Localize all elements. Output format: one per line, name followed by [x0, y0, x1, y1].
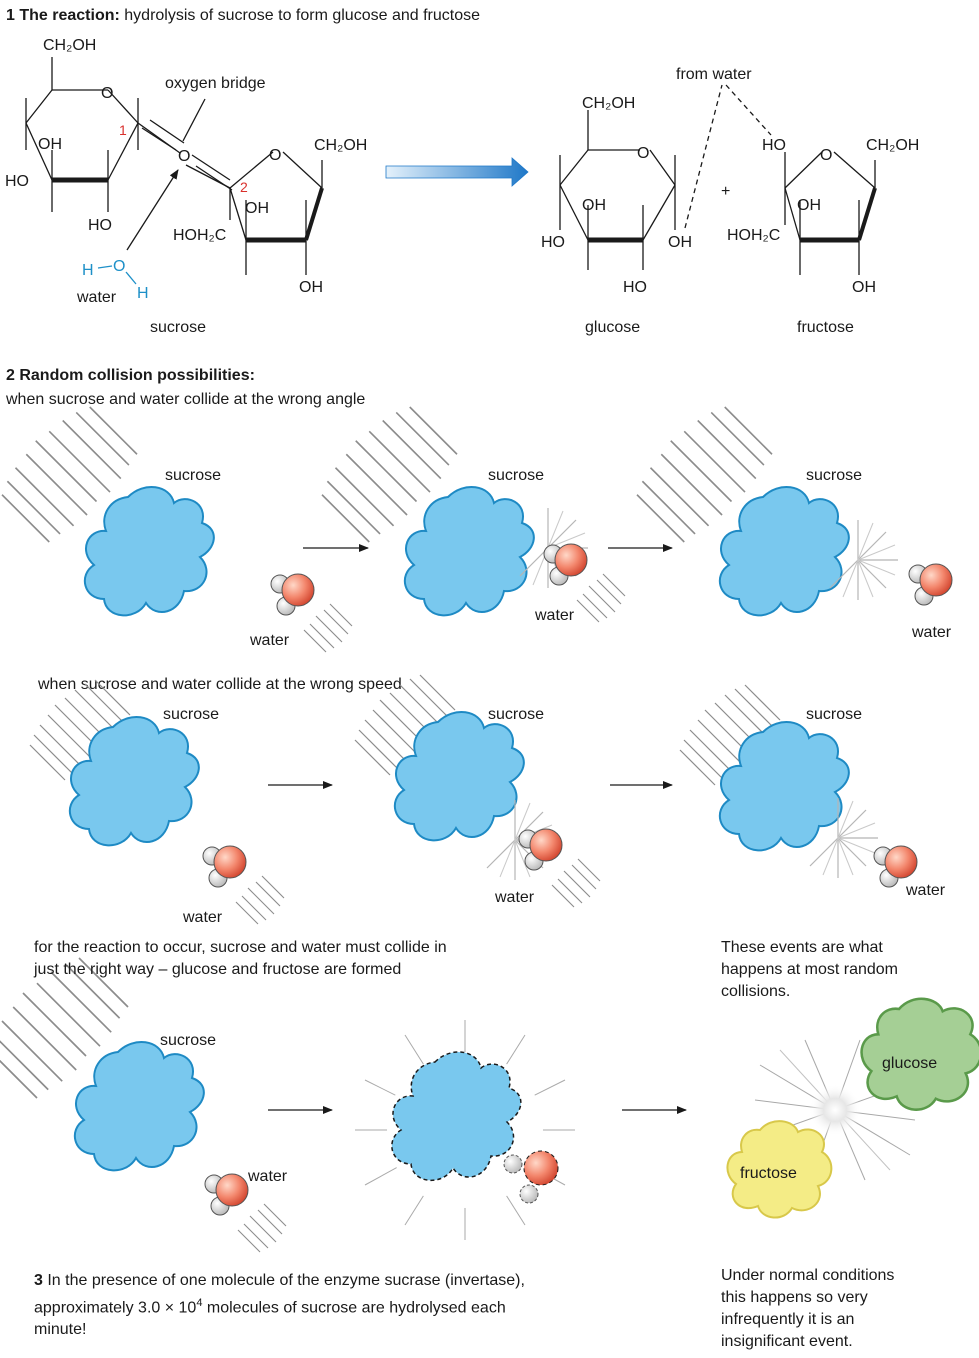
- svg-text:HO: HO: [88, 217, 112, 234]
- right-way-caption: for the reaction to occur, sucrose and w…: [34, 937, 447, 981]
- svg-text:HO: HO: [541, 234, 565, 251]
- section3-text: 3 In the presence of one molecule of the…: [34, 1270, 525, 1341]
- glucose-labels: CH₂OH O OH HO OH HO glucose from water +: [541, 66, 752, 336]
- svg-text:sucrose: sucrose: [488, 706, 544, 723]
- svg-text:CH₂OH: CH₂OH: [866, 137, 919, 154]
- svg-text:water: water: [249, 632, 290, 649]
- svg-text:OH: OH: [299, 279, 323, 296]
- svg-text:water: water: [182, 909, 223, 926]
- svg-text:HOH₂C: HOH₂C: [173, 227, 226, 244]
- svg-text:HO: HO: [762, 137, 786, 154]
- glucose-product-label: glucose: [882, 1055, 937, 1072]
- svg-text:water: water: [534, 607, 575, 624]
- svg-text:O: O: [820, 147, 832, 164]
- fructose-label: fructose: [797, 319, 854, 336]
- section1-title: 1 The reaction: hydrolysis of sucrose to…: [6, 7, 480, 24]
- svg-text:O: O: [101, 85, 113, 102]
- svg-text:HOH₂C: HOH₂C: [727, 227, 780, 244]
- svg-text:sucrose: sucrose: [163, 706, 219, 723]
- svg-text:2: 2: [240, 179, 248, 195]
- svg-text:O: O: [178, 148, 190, 165]
- svg-text:sucrose: sucrose: [806, 467, 862, 484]
- svg-text:water: water: [905, 882, 946, 899]
- svg-text:water: water: [494, 889, 535, 906]
- svg-text:sucrose: sucrose: [160, 1032, 216, 1049]
- svg-text:CH₂OH: CH₂OH: [43, 37, 96, 54]
- svg-text:HO: HO: [5, 173, 29, 190]
- svg-text:water: water: [911, 624, 952, 641]
- svg-text:1: 1: [119, 122, 127, 138]
- svg-text:OH: OH: [852, 279, 876, 296]
- section2-title: 2 Random collision possibilities:: [6, 367, 255, 384]
- svg-text:H: H: [137, 285, 149, 302]
- svg-text:sucrose: sucrose: [806, 706, 862, 723]
- svg-text:OH: OH: [668, 234, 692, 251]
- wrong-angle-caption: when sucrose and water collide at the wr…: [5, 391, 365, 408]
- svg-text:OH: OH: [797, 197, 821, 214]
- svg-text:sucrose: sucrose: [165, 467, 221, 484]
- svg-text:CH₂OH: CH₂OH: [314, 137, 367, 154]
- svg-text:O: O: [269, 147, 281, 164]
- svg-text:OH: OH: [582, 197, 606, 214]
- svg-text:water: water: [247, 1168, 288, 1185]
- water-label: water: [76, 289, 117, 306]
- svg-text:O: O: [113, 258, 125, 275]
- svg-text:H: H: [82, 262, 94, 279]
- oxygen-bridge-label: oxygen bridge: [165, 75, 266, 92]
- glucose-label: glucose: [585, 319, 640, 336]
- row-wrong-angle: sucrose water sucrose water sucrose wate…: [2, 407, 952, 652]
- svg-text:sucrose: sucrose: [488, 467, 544, 484]
- svg-text:CH₂OH: CH₂OH: [582, 95, 635, 112]
- svg-text:OH: OH: [245, 200, 269, 217]
- reaction-arrow: [386, 158, 528, 186]
- sucrose-label: sucrose: [150, 319, 206, 336]
- svg-text:HO: HO: [623, 279, 647, 296]
- svg-text:OH: OH: [38, 136, 62, 153]
- fructose-product-label: fructose: [740, 1165, 797, 1182]
- sucrose-labels: CH₂OH O OH HO HO 1 O 2 oxygen bridge O C…: [5, 37, 367, 336]
- row-wrong-speed: sucrose water sucrose water sucrose wate…: [30, 675, 946, 926]
- from-water-label: from water: [676, 66, 752, 83]
- fructose-labels: HO O CH₂OH OH HOH₂C OH fructose: [727, 137, 919, 336]
- plus-sign: +: [721, 183, 730, 200]
- svg-text:O: O: [637, 145, 649, 162]
